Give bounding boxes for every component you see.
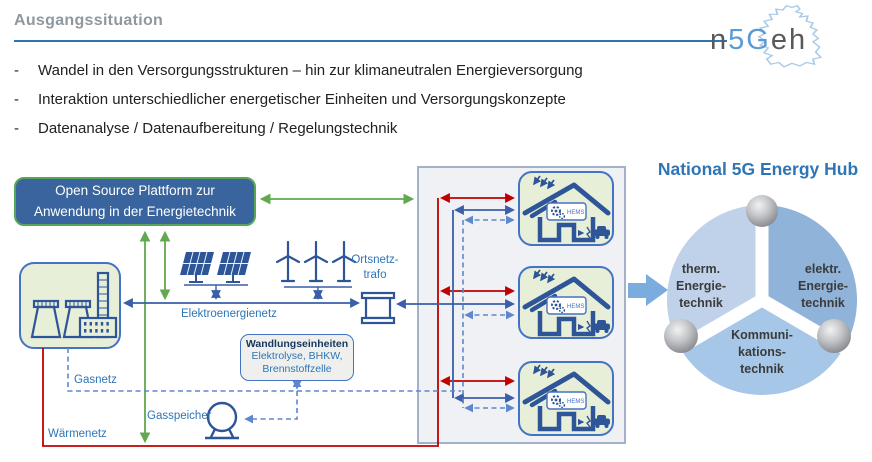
transformer-icon xyxy=(360,291,396,325)
label-ortsnetz-trafo: Ortsnetz- trafo xyxy=(351,254,399,281)
logo-part-eh: eh xyxy=(770,24,808,56)
germany-map-outline-icon xyxy=(757,4,823,68)
collector-brackets xyxy=(184,284,352,290)
hub-sector-label-therm: therm. Energie- technik xyxy=(675,262,726,310)
title-underline xyxy=(14,40,727,42)
platform-box-line1: Open Source Plattform zur xyxy=(55,183,215,199)
open-source-platform-box: Open Source Plattform zur Anwendung in d… xyxy=(14,177,256,226)
hub-title: National 5G Energy Hub xyxy=(657,159,859,179)
page-title: Ausgangssituation xyxy=(14,12,164,29)
label-gasspeicher: Gasspeicher xyxy=(147,410,212,422)
gas-network-lines xyxy=(67,215,515,424)
hub-sector-label-komm: Kommuni- kations- technik xyxy=(731,328,793,376)
electricity-network-lines xyxy=(123,205,515,403)
power-plant-icon xyxy=(30,271,118,339)
label-waermenetz: Wärmenetz xyxy=(48,428,107,440)
wandlungseinheiten-box: Wandlungseinheiten Elektrolyse, BHKW, Br… xyxy=(240,334,354,381)
bullet-list: -Wandel in den Versorgungsstrukturen – h… xyxy=(14,62,714,149)
hub-circle xyxy=(664,195,858,396)
block-arrow-right-icon xyxy=(628,274,668,306)
logo-part-5g: 5G xyxy=(728,24,771,56)
platform-box-line2: Anwendung in der Energietechnik xyxy=(34,203,236,219)
n5geh-logo: n5Geh xyxy=(710,24,807,57)
bullet-item: -Datenanalyse / Datenaufbereitung / Rege… xyxy=(14,120,398,137)
label-elektroenergienetz: Elektroenergienetz xyxy=(181,308,277,320)
gas-storage-sphere-icon xyxy=(205,401,239,440)
solar-panels-icon xyxy=(180,251,251,283)
globe-sphere-icon xyxy=(746,195,778,227)
bullet-item: -Interaktion unterschiedlicher energetis… xyxy=(14,91,566,108)
hub-sector-label-elektr: elektr. Energie- technik xyxy=(797,262,848,310)
wandlung-title: Wandlungseinheiten xyxy=(245,338,349,350)
logo-part-n: n xyxy=(710,24,729,56)
wind-turbines-icon xyxy=(275,240,357,283)
globe-sphere-icon xyxy=(817,319,851,353)
label-gasnetz: Gasnetz xyxy=(74,374,117,386)
bullet-item: -Wandel in den Versorgungsstrukturen – h… xyxy=(14,62,583,79)
data-link-lines xyxy=(139,193,415,444)
globe-sphere-icon xyxy=(664,319,698,353)
wandlung-body: Elektrolyse, BHKW, Brennstoffzelle xyxy=(251,350,343,376)
